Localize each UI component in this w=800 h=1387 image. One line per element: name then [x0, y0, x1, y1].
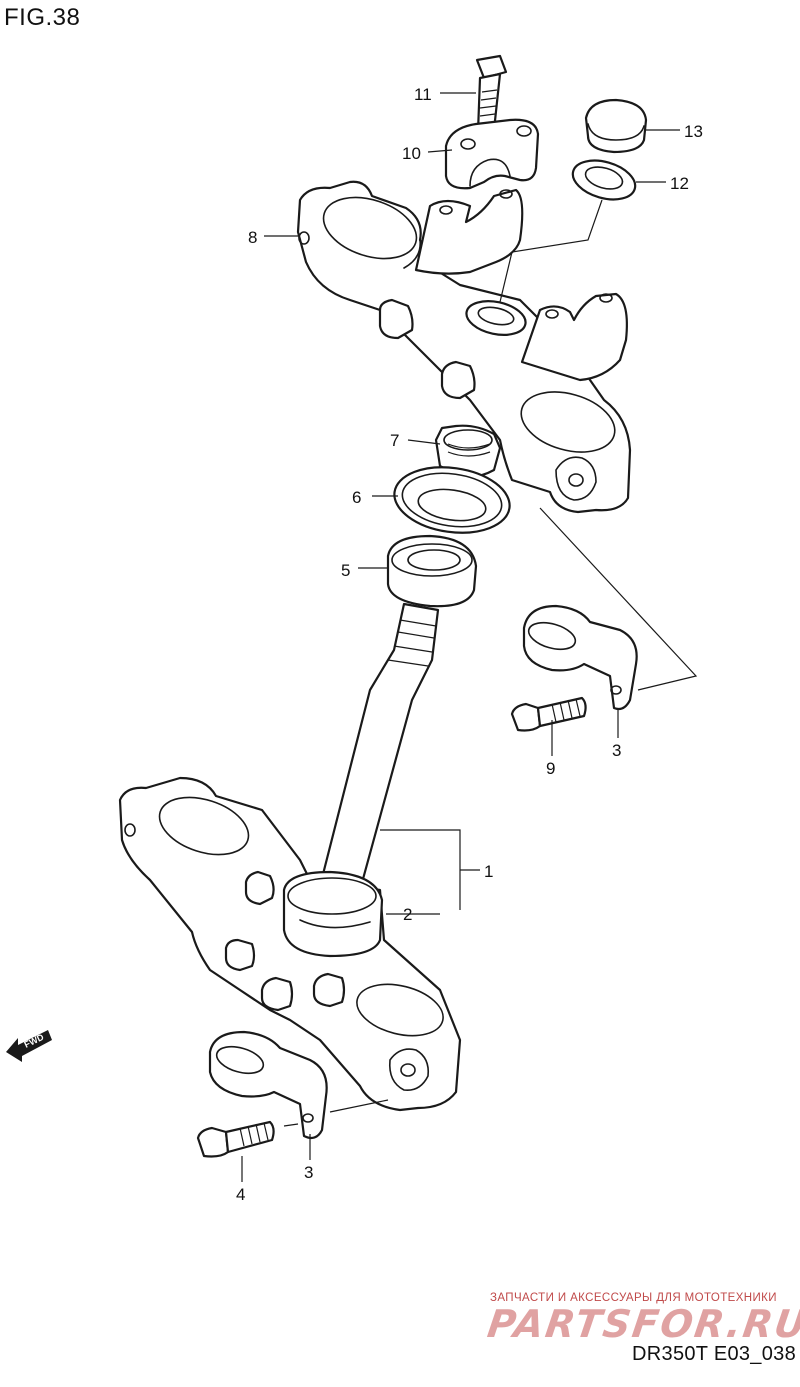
- callout-10: 10: [402, 144, 421, 163]
- part-7-steering-nut: [434, 424, 502, 479]
- part-11-bolt: [475, 54, 508, 134]
- callout-8: 8: [248, 228, 257, 247]
- callout-5: 5: [341, 561, 350, 580]
- watermark-logo: PARTSFOR.RU: [484, 1302, 800, 1346]
- part-10-handlebar-clamp: [444, 118, 540, 190]
- part-3-lower-bracket-clamp: [208, 1030, 328, 1140]
- part-5-bearing: [386, 534, 478, 608]
- leader-lines: [241, 92, 698, 1182]
- callout-labels: 11 10 13 12 8 7 6 5 1 2 3 9 3 4: [236, 85, 703, 1204]
- callout-9: 9: [546, 759, 555, 778]
- callout-2: 2: [403, 905, 412, 924]
- fwd-arrow-icon: FWD: [6, 1030, 52, 1062]
- callout-13: 13: [684, 122, 703, 141]
- callout-7: 7: [390, 431, 399, 450]
- figure-title: FIG.38: [4, 4, 81, 31]
- figure-code: DR350T E03_038: [632, 1343, 796, 1365]
- callout-12: 12: [670, 174, 689, 193]
- part-13-cap: [584, 98, 648, 154]
- callout-4: 4: [236, 1185, 245, 1204]
- part-4-bolt: [196, 1120, 275, 1158]
- part-8-upper-bracket: [296, 180, 632, 514]
- callout-3-upper: 3: [612, 741, 621, 760]
- part-12-washer: [571, 159, 637, 201]
- callout-3-lower: 3: [304, 1163, 313, 1182]
- callout-6: 6: [352, 488, 361, 507]
- watermark-tagline: ЗАПЧАСТИ И АКСЕССУАРЫ ДЛЯ МОТОТЕХНИКИ: [490, 1292, 777, 1304]
- callout-1: 1: [484, 862, 493, 881]
- part-1-steering-stem: [118, 602, 462, 1112]
- part-3-upper-bracket-clamp: [522, 604, 638, 711]
- part-6-dust-seal: [393, 466, 511, 534]
- callout-11: 11: [414, 85, 432, 104]
- part-9-bolt: [510, 696, 587, 732]
